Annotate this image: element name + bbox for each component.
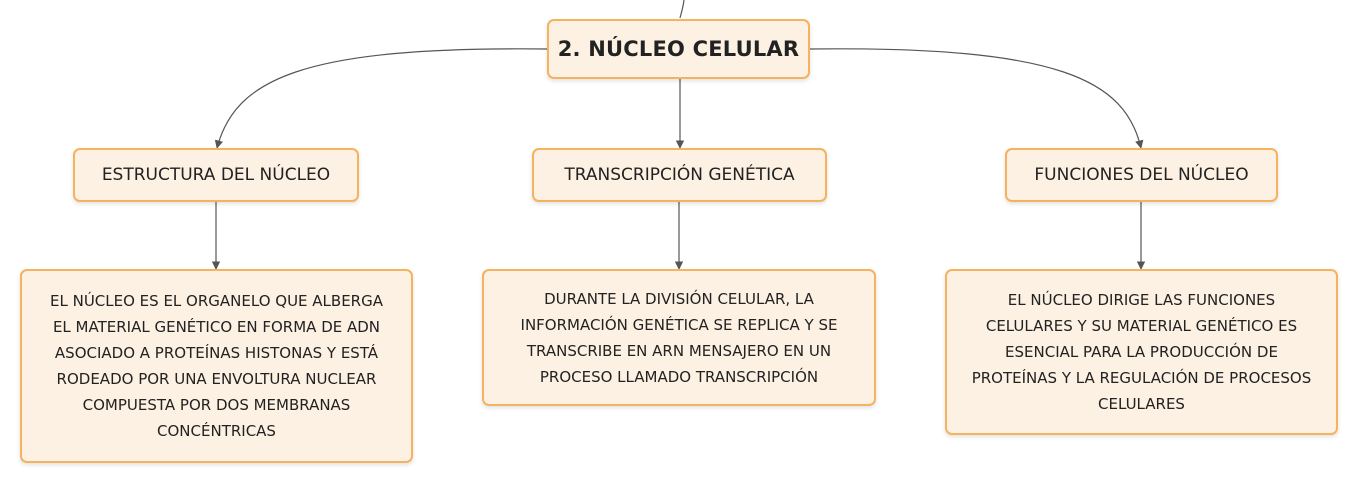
- detail-line: CELULARES Y SU MATERIAL GENÉTICO ES: [985, 317, 1298, 335]
- detail-line: EL MATERIAL GENÉTICO EN FORMA DE ADN: [52, 318, 381, 336]
- detail-line: DURANTE LA DIVISIÓN CELULAR, LA: [544, 289, 814, 308]
- detail-line: COMPUESTA POR DOS MEMBRANAS: [82, 396, 351, 414]
- branch-title: ESTRUCTURA DEL NÚCLEO: [101, 165, 331, 185]
- detail-line: CELULARES: [1098, 395, 1185, 413]
- detail-line: PROTEÍNAS Y LA REGULACIÓN DE PROCESOS: [971, 369, 1312, 387]
- detail-text: DURANTE LA DIVISIÓN CELULAR, LA INFORMAC…: [521, 286, 838, 390]
- branch-title: TRANSCRIPCIÓN GENÉTICA: [564, 165, 795, 185]
- detail-line: INFORMACIÓN GENÉTICA SE REPLICA Y SE: [520, 315, 838, 334]
- detail-text: EL NÚCLEO DIRIGE LAS FUNCIONES CELULARES…: [972, 287, 1312, 417]
- detail-line: CONCÉNTRICAS: [157, 422, 276, 440]
- root-to-structure-connector: [214, 48, 548, 149]
- detail-text: EL NÚCLEO ES EL ORGANELO QUE ALBERGA EL …: [50, 288, 383, 444]
- detail-line: ESENCIAL PARA LA PRODUCCIÓN DE: [1005, 343, 1278, 361]
- detail-line: EL NÚCLEO DIRIGE LAS FUNCIONES: [1007, 291, 1276, 309]
- detail-line: ASOCIADO A PROTEÍNAS HISTONAS Y ESTÁ: [54, 344, 379, 362]
- detail-node-structure[interactable]: EL NÚCLEO ES EL ORGANELO QUE ALBERGA EL …: [20, 269, 413, 463]
- parent-connector: [679, 0, 685, 19]
- branch-node-functions[interactable]: FUNCIONES DEL NÚCLEO: [1005, 148, 1278, 202]
- detail-line: EL NÚCLEO ES EL ORGANELO QUE ALBERGA: [50, 292, 383, 310]
- detail-line: RODEADO POR UNA ENVOLTURA NUCLEAR: [56, 370, 377, 388]
- root-to-functions-connector: [809, 48, 1144, 149]
- root-node[interactable]: 2. NÚCLEO CELULAR: [547, 19, 810, 79]
- detail-node-transcription[interactable]: DURANTE LA DIVISIÓN CELULAR, LA INFORMAC…: [482, 269, 876, 406]
- branch-node-transcription[interactable]: TRANSCRIPCIÓN GENÉTICA: [532, 148, 827, 202]
- detail-line: PROCESO LLAMADO TRANSCRIPCIÓN: [539, 367, 819, 386]
- detail-node-functions[interactable]: EL NÚCLEO DIRIGE LAS FUNCIONES CELULARES…: [945, 269, 1338, 435]
- branch-title: FUNCIONES DEL NÚCLEO: [1034, 165, 1249, 185]
- detail-line: TRANSCRIBE EN ARN MENSAJERO EN UN: [526, 341, 832, 360]
- root-label: 2. NÚCLEO CELULAR: [557, 37, 800, 61]
- branch-node-structure[interactable]: ESTRUCTURA DEL NÚCLEO: [73, 148, 359, 202]
